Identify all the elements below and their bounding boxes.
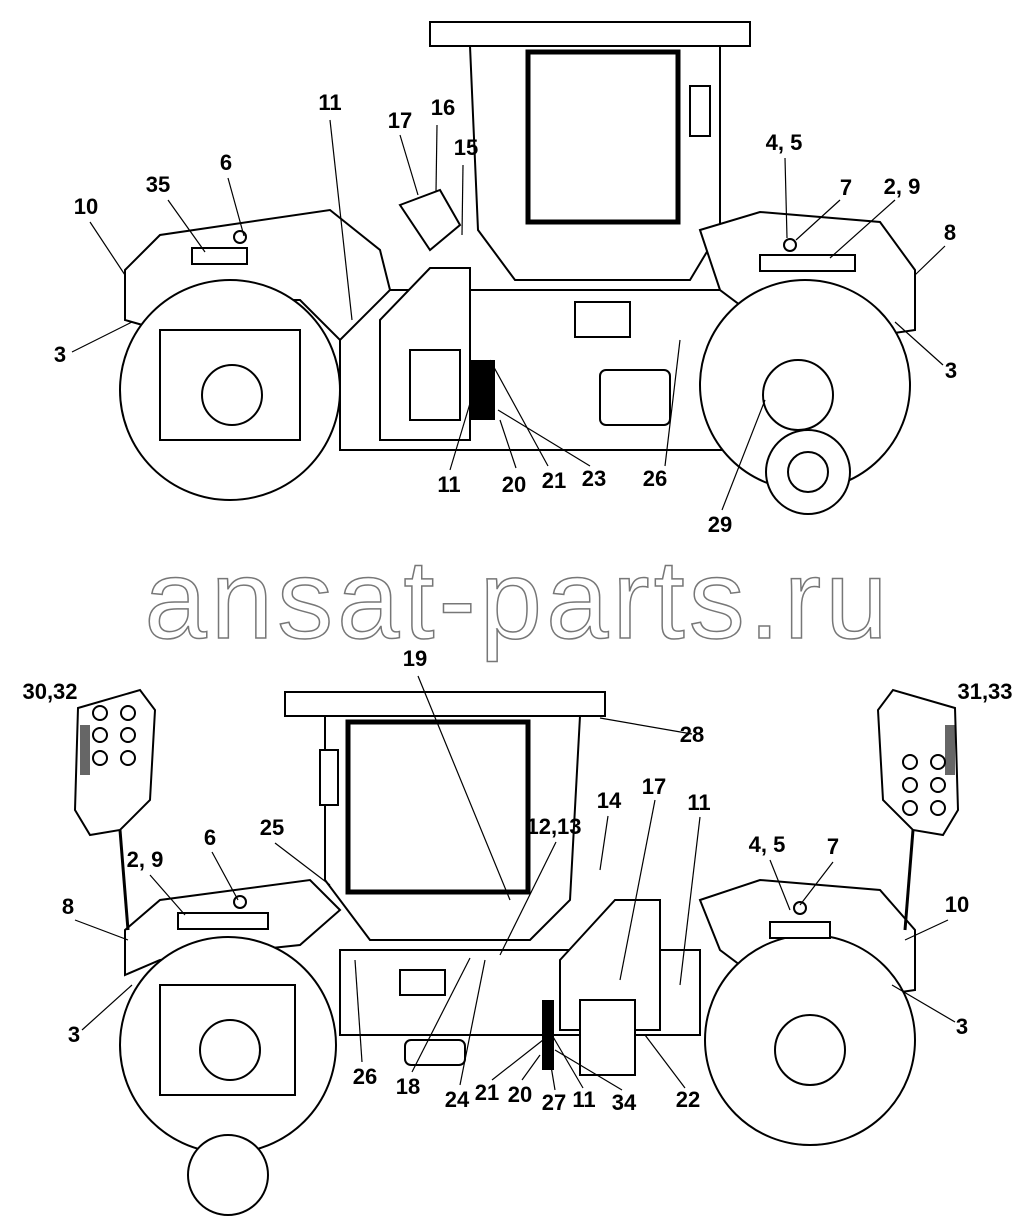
top-mirror bbox=[689, 85, 711, 137]
top-decal-35 bbox=[191, 247, 248, 265]
bottom-cab-roof bbox=[284, 691, 606, 717]
callout-label: 7 bbox=[840, 175, 852, 200]
callout-label: 16 bbox=[431, 95, 455, 120]
callout-label: 28 bbox=[680, 722, 704, 747]
bottom-grille bbox=[579, 999, 636, 1076]
right-hatch-decal bbox=[945, 725, 955, 775]
callout-label: 35 bbox=[146, 172, 170, 197]
left-detail-panel bbox=[73, 688, 157, 837]
bottom-callouts: 19 30,32 31,33 28 25 6 2, 9 8 3 12,13 14… bbox=[22, 646, 1012, 1115]
callout-label: 10 bbox=[945, 892, 969, 917]
left-hatch-decal bbox=[80, 725, 90, 775]
bottom-engine-door bbox=[559, 899, 661, 1031]
callout-label: 11 bbox=[318, 90, 341, 115]
callout-label: 6 bbox=[220, 150, 232, 175]
callout-label: 3 bbox=[68, 1022, 80, 1047]
callout-label: 2, 9 bbox=[127, 847, 164, 872]
bottom-step-panel bbox=[404, 1039, 466, 1066]
top-decal-2-9 bbox=[759, 254, 856, 272]
callout-label: 4, 5 bbox=[766, 130, 803, 155]
bottom-cab bbox=[324, 715, 582, 941]
top-left-drum-motor bbox=[201, 364, 263, 426]
callout-label: 27 bbox=[542, 1090, 566, 1115]
callout-label: 21 bbox=[475, 1080, 499, 1105]
top-panel bbox=[574, 301, 631, 338]
callout-label: 11 bbox=[572, 1087, 595, 1112]
callout-label: 2, 9 bbox=[884, 174, 921, 199]
callout-label: 11 bbox=[687, 790, 710, 815]
callout-label: 7 bbox=[827, 834, 839, 859]
watermark: ansat-parts.ru bbox=[145, 537, 892, 662]
top-step-panel bbox=[599, 369, 671, 426]
callout-label: 12,13 bbox=[526, 814, 581, 839]
callout-label: 3 bbox=[956, 1014, 968, 1039]
callout-label: 19 bbox=[403, 646, 427, 671]
bottom-decal-block bbox=[542, 1000, 554, 1070]
callout-label: 24 bbox=[445, 1087, 470, 1112]
top-right-drum-motor bbox=[762, 359, 834, 431]
callout-label: 29 bbox=[708, 512, 732, 537]
bottom-panel bbox=[399, 969, 446, 996]
callout-label: 21 bbox=[542, 468, 566, 493]
right-detail-panel bbox=[876, 688, 960, 837]
top-cab-window bbox=[525, 49, 681, 225]
bottom-mirror bbox=[319, 749, 339, 806]
callout-label: 11 bbox=[437, 472, 460, 497]
callout-label: 23 bbox=[582, 466, 606, 491]
callout-label: 26 bbox=[353, 1064, 377, 1089]
bottom-wheel bbox=[187, 1134, 269, 1216]
bottom-machine-drawing bbox=[73, 688, 960, 1216]
callout-label: 31,33 bbox=[957, 679, 1012, 704]
callout-label: 4, 5 bbox=[749, 832, 786, 857]
callout-label: 20 bbox=[502, 472, 526, 497]
bottom-right-drum-motor bbox=[774, 1014, 846, 1086]
top-cab bbox=[468, 45, 721, 281]
bottom-decal-4-5 bbox=[769, 921, 831, 939]
callout-label: 25 bbox=[260, 815, 284, 840]
top-cab-roof bbox=[429, 21, 751, 47]
bottom-decal-2-9 bbox=[177, 912, 269, 930]
top-machine-drawing bbox=[119, 21, 916, 515]
callout-label: 20 bbox=[508, 1082, 532, 1107]
top-leader-lines bbox=[71, 119, 946, 511]
callout-label: 17 bbox=[388, 108, 412, 133]
bottom-leader-lines bbox=[74, 675, 956, 1091]
callout-label: 6 bbox=[204, 825, 216, 850]
callout-label: 30,32 bbox=[22, 679, 77, 704]
callout-label: 8 bbox=[62, 894, 74, 919]
callout-label: 18 bbox=[396, 1074, 420, 1099]
callout-label: 22 bbox=[676, 1087, 700, 1112]
bottom-cab-window bbox=[345, 719, 531, 895]
bottom-left-drum-motor bbox=[199, 1019, 261, 1081]
callout-label: 8 bbox=[944, 220, 956, 245]
callout-label: 17 bbox=[642, 774, 666, 799]
callout-label: 26 bbox=[643, 466, 667, 491]
top-light bbox=[398, 188, 462, 252]
callout-label: 15 bbox=[454, 135, 478, 160]
callout-label: 10 bbox=[74, 194, 98, 219]
callout-label: 3 bbox=[54, 342, 66, 367]
callout-label: 14 bbox=[597, 788, 622, 813]
callout-label: 34 bbox=[612, 1090, 637, 1115]
callout-label: 3 bbox=[945, 358, 957, 383]
top-grille bbox=[409, 349, 461, 421]
top-callouts: 11 17 16 15 35 6 10 3 4, 5 7 2, 9 8 3 11… bbox=[54, 90, 957, 537]
